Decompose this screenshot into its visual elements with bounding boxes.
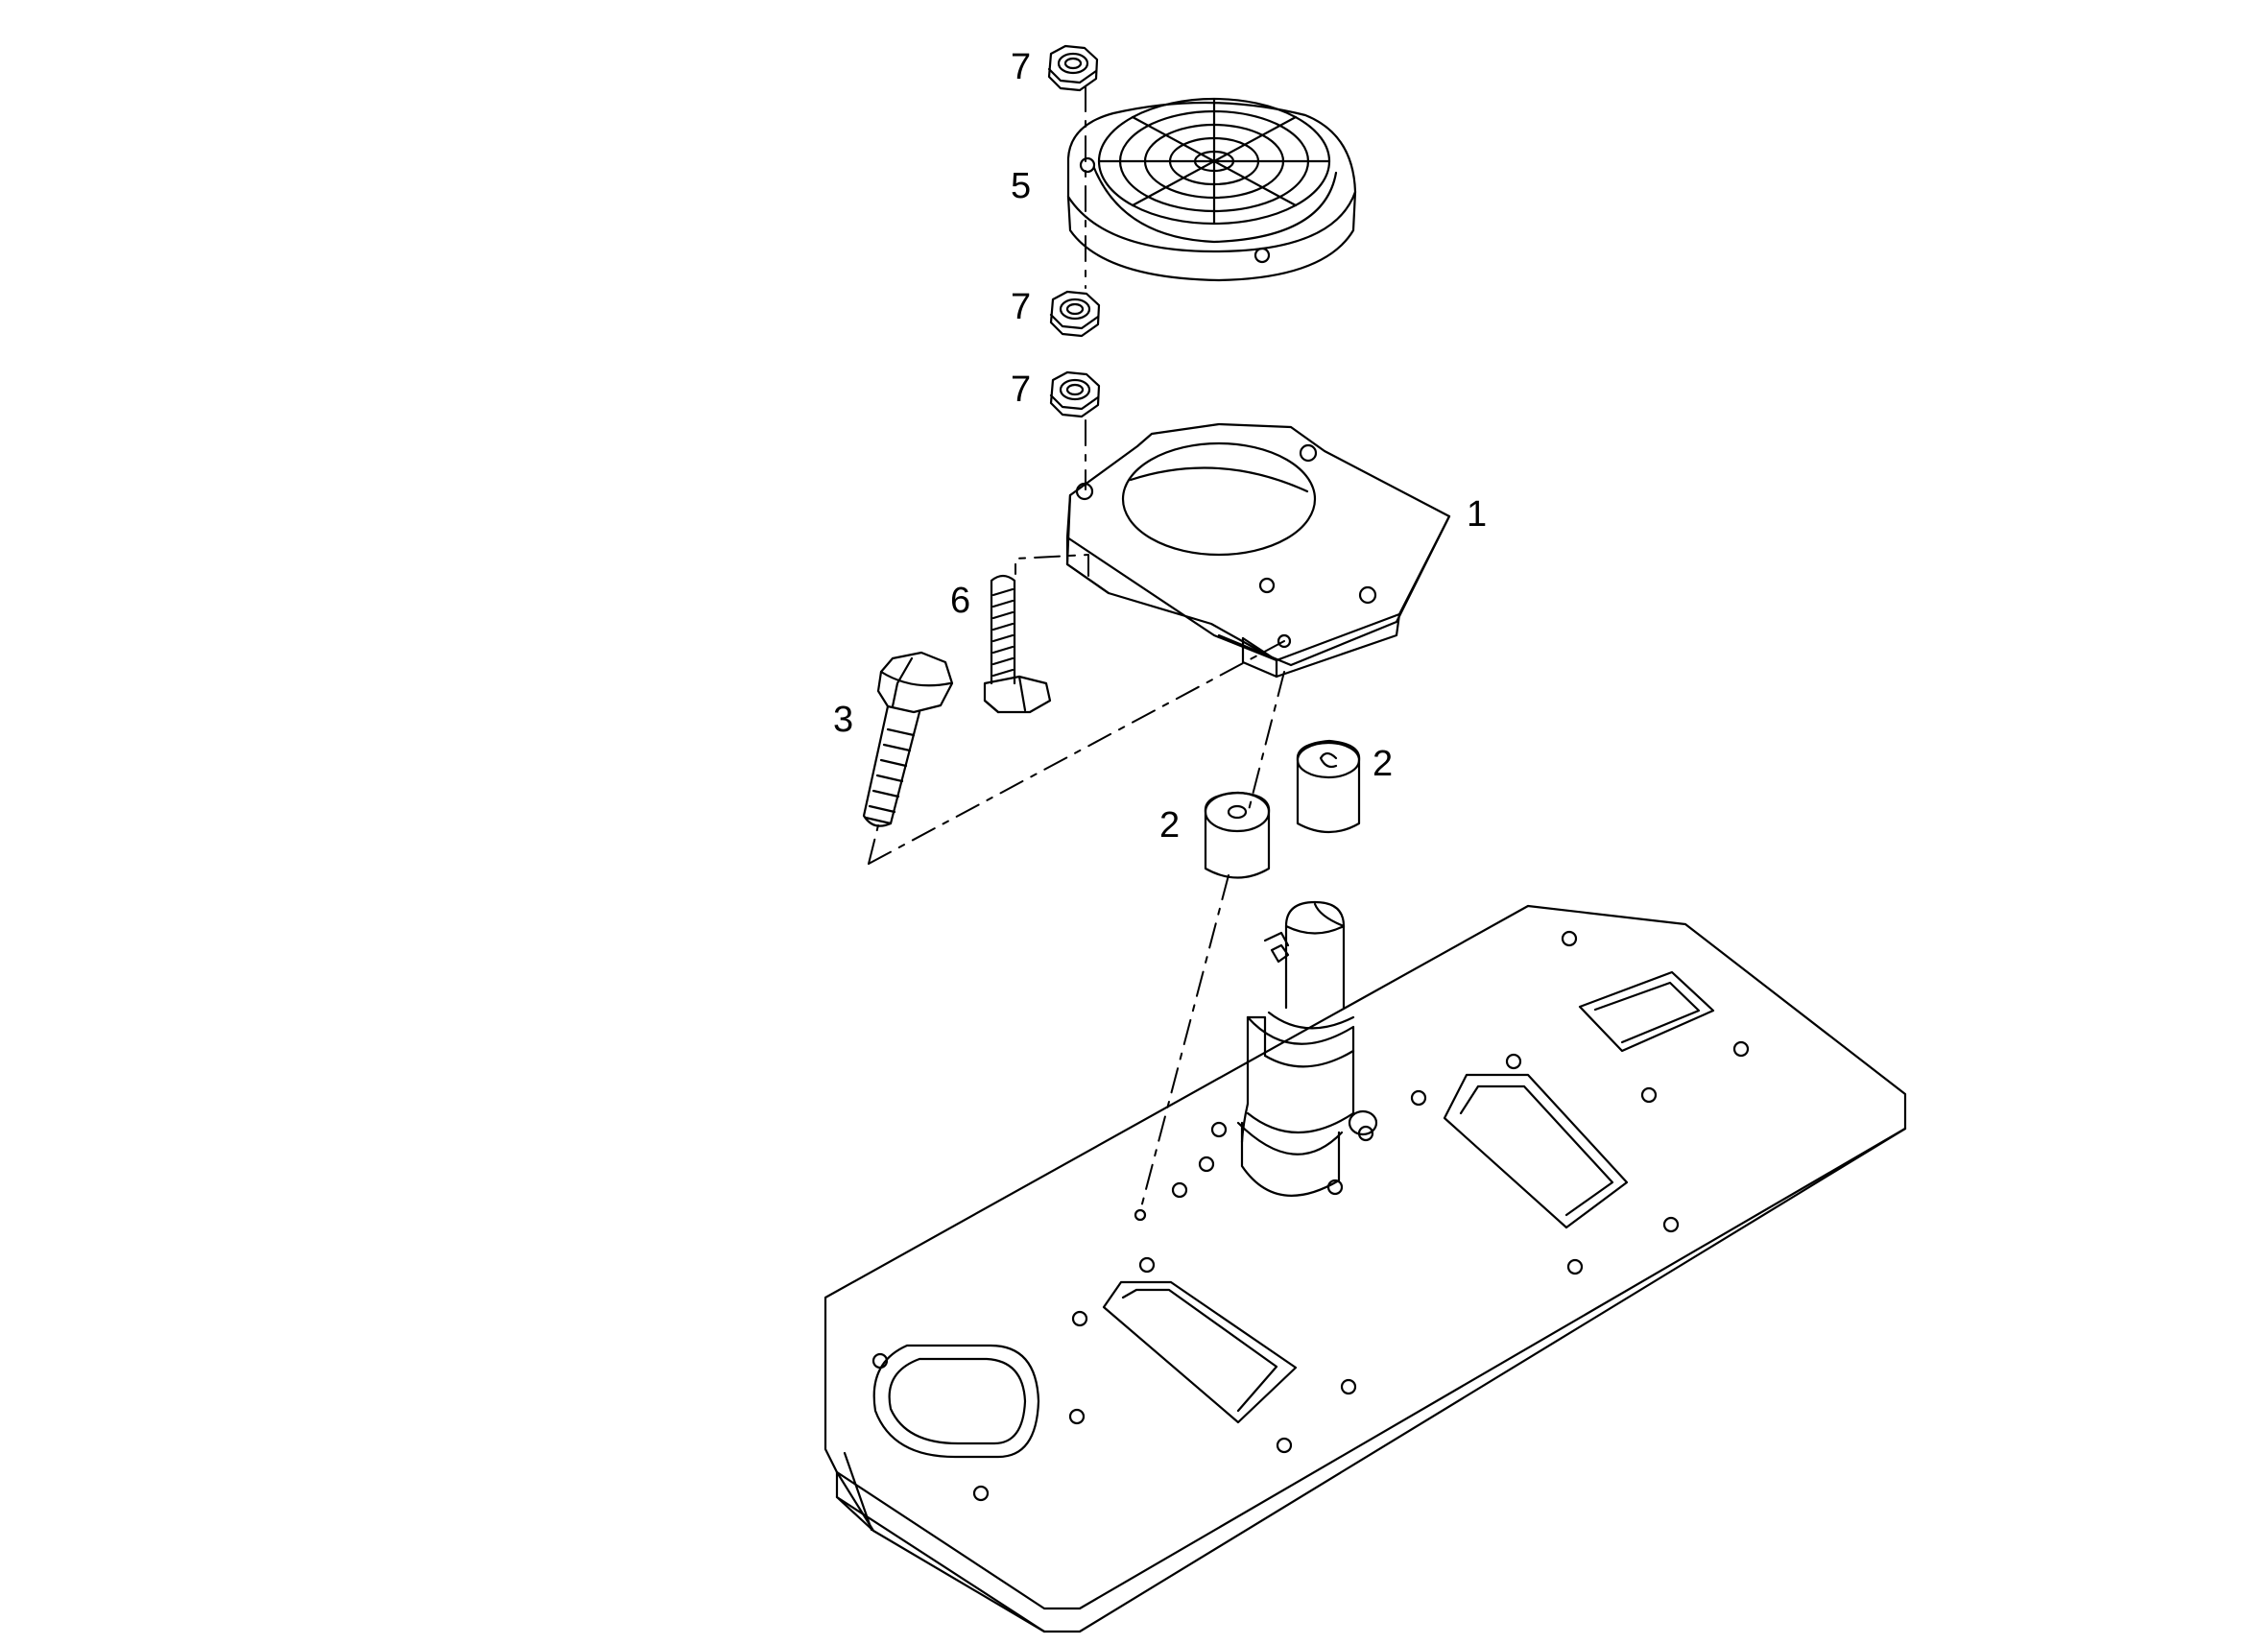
short-screw [983, 574, 1052, 714]
bracket [1065, 422, 1451, 679]
long-bolt [862, 651, 954, 827]
nut-top [1047, 44, 1099, 92]
callout-part-7b: 7 [1011, 287, 1031, 327]
callout-part-1: 1 [1467, 494, 1487, 535]
base-plate [824, 900, 1907, 1633]
spacer-right [1296, 739, 1361, 833]
spacer-left [1204, 791, 1271, 879]
callout-part-7c: 7 [1011, 369, 1031, 410]
callout-part-6: 6 [950, 581, 970, 621]
locking-post [1236, 900, 1378, 1197]
assembly-lines [868, 85, 1285, 1212]
nut-lower [1049, 370, 1101, 418]
callout-part-2b: 2 [1373, 744, 1393, 784]
callout-part-3: 3 [833, 700, 853, 740]
callout-part-7a: 7 [1011, 47, 1031, 87]
nut-middle [1049, 290, 1101, 338]
callout-part-2a: 2 [1159, 805, 1180, 846]
callout-part-5: 5 [1011, 166, 1031, 206]
level-plate [1066, 97, 1357, 282]
callout-labels: 7 5 7 7 1 6 3 2 2 [833, 47, 1487, 846]
mounting-holes [871, 930, 1750, 1502]
